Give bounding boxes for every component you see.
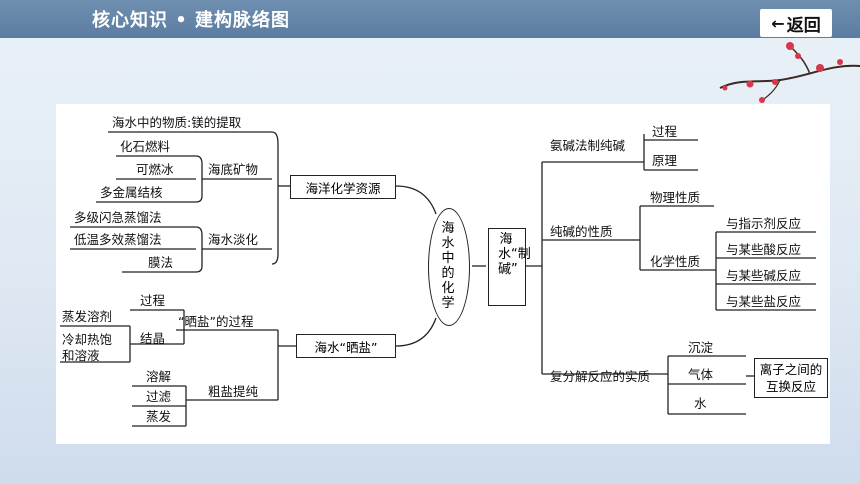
node-crude-salt: 粗盐提纯 [208,384,259,399]
node-water: 水 [694,396,707,411]
mind-map-panel: 海水中的物质:镁的提取 海洋化学资源 化石燃料 可燃冰 多金属结核 海底矿物 多… [56,104,830,444]
node-cooling-saturated: 冷却热饱和溶液 [62,332,113,363]
back-button[interactable]: ← 返回 [760,9,832,37]
node-react-indicator: 与指示剂反应 [726,216,802,231]
node-low-temp-distill: 低温多效蒸馏法 [74,232,162,247]
node-evaporate-solvent: 蒸发溶剂 [62,309,113,324]
center-label-left: 海水中的化学 [441,221,455,311]
node-ocean-resources: 海洋化学资源 [290,175,396,199]
connector-lines [60,131,816,427]
node-chemical-props: 化学性质 [650,254,701,269]
node-evaporate: 蒸发 [146,409,172,424]
node-double-decomp: 复分解反应的实质 [550,369,651,384]
center-node-left [428,208,470,326]
node-process: 过程 [140,293,166,308]
back-label: 返回 [786,15,821,36]
node-react-base: 与某些碱反应 [726,268,802,283]
node-mg-extraction: 海水中的物质:镁的提取 [112,115,242,130]
node-salt-process: “晒盐”的过程 [178,314,254,329]
node-desalination: 海水淡化 [208,232,259,247]
node-physical-props: 物理性质 [650,190,701,205]
node-polymetallic-nodule: 多金属结核 [100,185,163,200]
node-ammonia-process: 过程 [652,124,678,139]
page-title: 核心知识 • 建构脉络图 [92,10,291,31]
node-sea-salt: 海水“晒盐” [296,334,396,358]
node-gas: 气体 [688,367,714,382]
header-bar: 核心知识 • 建构脉络图 [0,0,860,38]
node-ammonia-principle: 原理 [652,153,678,168]
node-precipitate: 沉淀 [688,340,714,355]
node-ion-exchange: 离子之间的互换反应 [754,358,828,398]
node-membrane: 膜法 [148,255,174,270]
node-multistage-flash: 多级闪急蒸馏法 [74,210,162,225]
node-react-acid: 与某些酸反应 [726,242,802,257]
node-dissolve: 溶解 [146,369,172,384]
center-node-right [488,228,526,306]
node-fossil-fuel: 化石燃料 [120,139,171,154]
center-label-right: 海水“制碱” [498,232,531,277]
plum-blossom-decoration [719,42,860,103]
left-arrow-icon: ← [771,13,785,33]
node-crystallization: 结晶 [140,331,166,346]
node-filter: 过滤 [146,389,172,404]
node-ammonia-soda: 氨碱法制纯碱 [550,138,626,153]
node-seabed-mineral: 海底矿物 [208,162,259,177]
node-combustible-ice: 可燃冰 [136,162,174,177]
node-react-salt: 与某些盐反应 [726,294,802,309]
node-soda-props: 纯碱的性质 [550,224,613,239]
